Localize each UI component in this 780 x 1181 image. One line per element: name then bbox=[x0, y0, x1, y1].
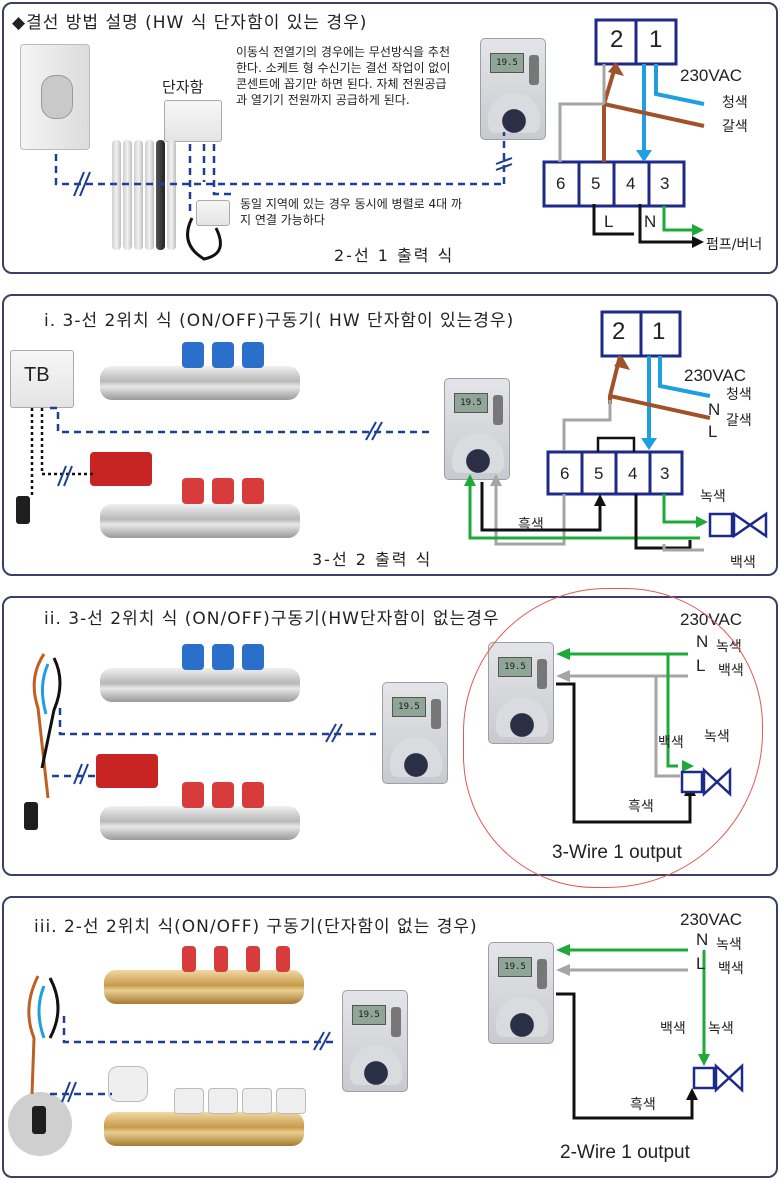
L-label: L bbox=[696, 954, 706, 973]
thermal-actuator-image bbox=[108, 1066, 148, 1102]
N-label: N bbox=[644, 212, 657, 231]
tb-label: TB bbox=[24, 364, 50, 386]
terminal-2: 2 bbox=[612, 318, 626, 345]
plug-image bbox=[16, 496, 30, 524]
manifold-image bbox=[100, 336, 320, 566]
terminal-2: 2 bbox=[610, 26, 624, 53]
thermostat-diagram-image: 19.5 bbox=[488, 942, 554, 1044]
panel-2wire-no-box: iii. 2-선 2위치 식(ON/OFF) 구동기(단자함이 없는 경우) 1… bbox=[2, 896, 778, 1178]
N-label: N bbox=[708, 400, 721, 419]
voltage-label: 230VAC bbox=[684, 366, 747, 385]
panel-title: i. 3-선 2위치 식 (ON/OFF)구동기( HW 단자함이 있는경우) bbox=[44, 311, 515, 331]
n-wire-color: 녹색 bbox=[716, 937, 742, 953]
panel-title: ◆결선 방법 설명 (HW 식 단자함이 있는 경우) bbox=[12, 13, 368, 33]
L-label: L bbox=[604, 212, 614, 231]
diagram-caption: 3-선 2 출력 식 bbox=[312, 550, 433, 569]
terminal-5: 5 bbox=[591, 174, 601, 193]
terminal-box-image bbox=[164, 100, 222, 142]
thermostat-image: 19.5 bbox=[342, 990, 408, 1092]
l-wire-color: 백색 bbox=[718, 961, 744, 977]
terminal-1: 1 bbox=[652, 318, 666, 345]
plug-image bbox=[8, 1092, 72, 1156]
tb-box-image bbox=[10, 350, 74, 408]
voltage-label: 230VAC bbox=[680, 910, 743, 929]
thermostat-image: 19.5 bbox=[480, 38, 546, 140]
diagram-caption: 2-선 1 출력 식 bbox=[334, 246, 455, 265]
description-wireless: 이동식 전열기의 경우에는 무선방식을 추천한다. 소케트 형 수신기는 결선 … bbox=[236, 45, 451, 107]
green-wire-label: 녹색 bbox=[708, 1021, 734, 1037]
terminal-5: 5 bbox=[594, 464, 604, 483]
wiring-diagram-4 bbox=[27, 944, 744, 1120]
wiring-diagram-1 bbox=[54, 18, 705, 261]
terminal-3: 3 bbox=[660, 174, 670, 193]
wiring-diagram-2 bbox=[30, 310, 768, 552]
manifold-image bbox=[100, 634, 320, 864]
radiator-image bbox=[112, 140, 178, 258]
thermostat-image: 19.5 bbox=[382, 682, 448, 784]
dashed-link-boiler bbox=[54, 154, 504, 186]
power-cord bbox=[186, 217, 222, 261]
thermostat-image: 19.5 bbox=[444, 378, 510, 480]
receiver-image bbox=[196, 200, 230, 226]
wire-brown-label: 갈색 bbox=[722, 119, 748, 135]
manifold-image bbox=[104, 942, 324, 1172]
wire-blue-label: 청색 bbox=[726, 387, 752, 403]
L-label: L bbox=[708, 422, 718, 441]
highlight-circle bbox=[463, 588, 763, 888]
green-wire-label: 녹색 bbox=[700, 489, 726, 505]
panel-wiring-hw-terminal-box: ◆결선 방법 설명 (HW 식 단자함이 있는 경우) 단자함 이동식 전열기의… bbox=[2, 2, 778, 274]
terminal-box-label: 단자함 bbox=[162, 78, 204, 96]
wire-blue-label: 청색 bbox=[722, 95, 748, 111]
diagram-caption: 2-Wire 1 output bbox=[560, 1142, 690, 1163]
terminal-4: 4 bbox=[628, 464, 638, 483]
wire-brown-label: 갈색 bbox=[726, 413, 752, 429]
actuator-image bbox=[90, 452, 152, 486]
terminal-3: 3 bbox=[660, 464, 670, 483]
terminal-6: 6 bbox=[560, 464, 570, 483]
panel-3wire-hw: i. 3-선 2위치 식 (ON/OFF)구동기( HW 단자함이 있는경우) … bbox=[2, 294, 778, 576]
panel-title: iii. 2-선 2위치 식(ON/OFF) 구동기(단자함이 없는 경우) bbox=[34, 917, 478, 937]
black-wire-label: 흑색 bbox=[518, 517, 544, 533]
actuator-image bbox=[96, 754, 158, 788]
black-wire-label: 흑색 bbox=[630, 1097, 656, 1113]
terminal-4: 4 bbox=[626, 174, 636, 193]
output-label: 펌프/버너 bbox=[706, 237, 763, 253]
terminal-6: 6 bbox=[556, 174, 566, 193]
plug-image bbox=[24, 802, 38, 830]
N-label: N bbox=[696, 930, 709, 949]
white-wire-label: 백색 bbox=[730, 555, 756, 571]
terminal-1: 1 bbox=[649, 26, 663, 53]
description-parallel: 동일 지역에 있는 경우 동시에 병렬로 4대 까지 연결 가능하다 bbox=[240, 197, 463, 227]
panel-title: ii. 3-선 2위치 식 (ON/OFF)구동기(HW단자함이 없는경우 bbox=[44, 609, 500, 629]
white-wire-label: 백색 bbox=[660, 1021, 686, 1037]
voltage-label: 230VAC bbox=[680, 66, 743, 85]
boiler-image bbox=[20, 44, 90, 150]
